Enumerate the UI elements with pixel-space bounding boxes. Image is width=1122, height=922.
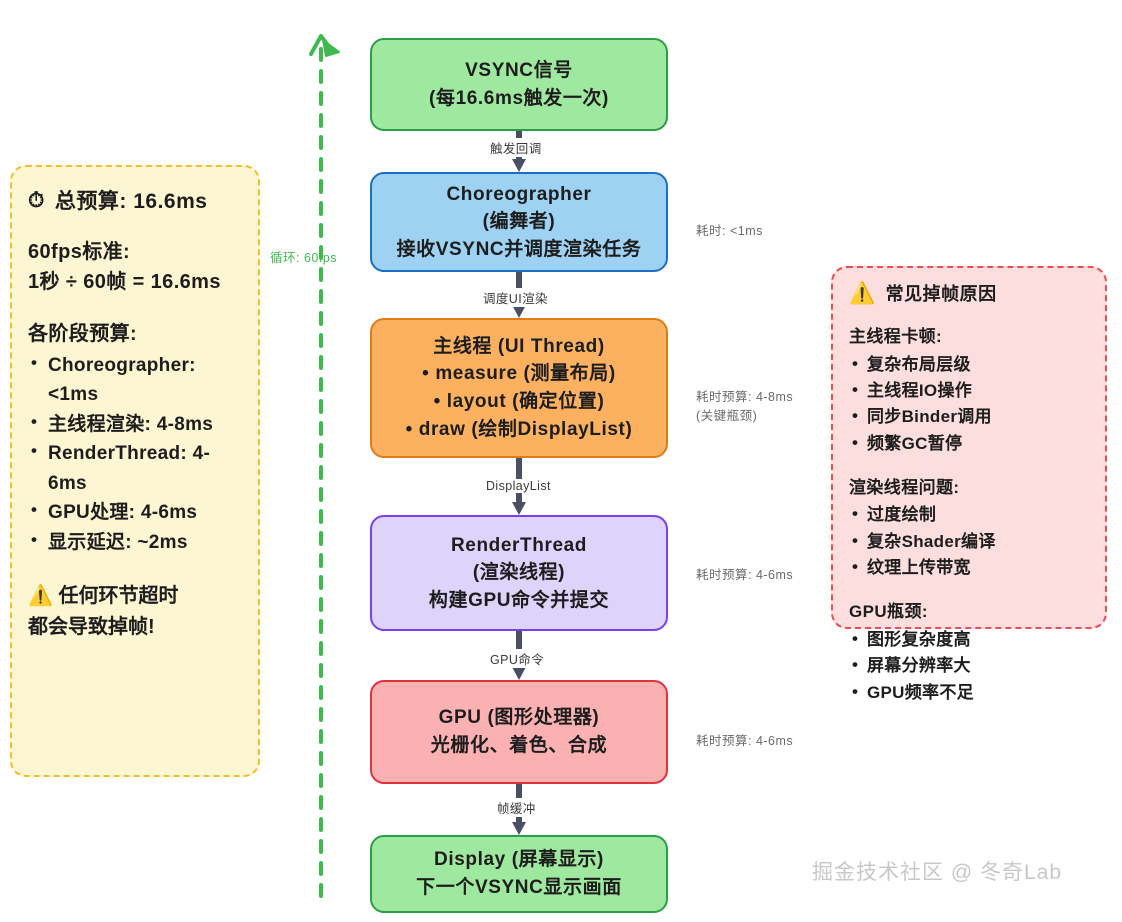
list-item: 频繁GC暂停 <box>849 430 1089 457</box>
causes-group-head: GPU瓶颈: <box>849 602 928 622</box>
arrow-head-icon <box>512 822 526 835</box>
warning-triangle-icon: ⚠️ <box>849 281 876 305</box>
arrow-head-icon <box>512 667 526 680</box>
list-item: 显示延迟: ~2ms <box>28 527 242 557</box>
arrow-label-schedule-ui-render: 调度UI渲染 <box>480 288 551 307</box>
budget-standard-line: 1秒 ÷ 60帧 = 16.6ms <box>28 271 221 293</box>
causes-group-main-thread: 主线程卡顿: 复杂布局层级 主线程IO操作 同步Binder调用 频繁GC暂停 <box>849 324 1089 457</box>
list-item: 复杂Shader编译 <box>849 528 1089 555</box>
node-line: 主线程 (UI Thread) <box>433 335 605 357</box>
list-item: GPU频率不足 <box>849 679 1089 706</box>
node-line: Choreographer <box>446 183 592 205</box>
node-line: Display (屏幕显示) <box>434 849 604 871</box>
watermark-text: 掘金技术社区 @ 冬奇Lab <box>812 861 1063 884</box>
list-item: 纹理上传带宽 <box>849 554 1089 581</box>
arrow-label-gpu-command: GPU命令 <box>487 649 548 668</box>
timing-label-ui-thread-line1: 耗时预算: 4-8ms <box>696 390 794 404</box>
causes-group-render-thread: 渲染线程问题: 过度绘制 复杂Shader编译 纹理上传带宽 <box>849 475 1089 582</box>
flow-node-render-thread: RenderThread (渲染线程) 构建GPU命令并提交 <box>370 515 668 631</box>
budget-panel-title-text: 总预算: 16.6ms <box>54 190 208 213</box>
causes-group-list: 过度绘制 复杂Shader编译 纹理上传带宽 <box>849 501 1089 581</box>
flow-node-ui-thread: 主线程 (UI Thread) measure (测量布局) layout (确… <box>370 318 668 458</box>
flow-node-gpu: GPU (图形处理器) 光栅化、着色、合成 <box>370 680 668 784</box>
causes-panel-title: ⚠️ 常见掉帧原因 <box>849 280 1089 306</box>
node-line: VSYNC信号 <box>465 59 573 81</box>
budget-standard-block: 60fps标准: 1秒 ÷ 60帧 = 16.6ms <box>28 237 242 297</box>
loop-arrow-head-fill-icon <box>322 39 340 57</box>
stopwatch-icon: ⏱ <box>28 188 45 212</box>
causes-group-head: 渲染线程问题: <box>849 477 960 497</box>
loop-arrow-head-icon <box>309 34 335 56</box>
arrow-head-icon <box>512 159 526 172</box>
causes-group-gpu: GPU瓶颈: 图形复杂度高 屏幕分辨率大 GPU频率不足 <box>849 599 1089 706</box>
budget-warning: ⚠️ 任何环节超时 都会导致掉帧! <box>28 581 242 643</box>
timing-label-gpu: 耗时预算: 4-6ms <box>696 734 794 748</box>
node-line: (编舞者) <box>482 211 556 233</box>
loop-arrow-label: 循环: 60fps <box>270 251 338 265</box>
timing-label-choreographer: 耗时: <1ms <box>696 224 763 238</box>
node-line: (渲染线程) <box>472 562 566 584</box>
flow-node-display: Display (屏幕显示) 下一个VSYNC显示画面 <box>370 835 668 913</box>
list-item: 主线程IO操作 <box>849 377 1089 404</box>
flow-node-vsync: VSYNC信号 (每16.6ms触发一次) <box>370 38 668 131</box>
node-line: RenderThread <box>450 534 587 556</box>
list-item: 屏幕分辨率大 <box>849 652 1089 679</box>
list-item: GPU处理: 4-6ms <box>28 497 242 527</box>
list-item: Choreographer: <1ms <box>28 350 242 410</box>
flow-node-choreographer: Choreographer (编舞者) 接收VSYNC并调度渲染任务 <box>370 172 668 272</box>
warning-triangle-icon: ⚠️ <box>28 585 53 608</box>
node-line: 接收VSYNC并调度渲染任务 <box>396 238 642 260</box>
timing-label-render-thread: 耗时预算: 4-6ms <box>696 568 794 582</box>
timing-label-ui-thread-line2: (关键瓶颈) <box>696 408 758 423</box>
budget-stages-list: Choreographer: <1ms 主线程渲染: 4-8ms RenderT… <box>28 350 242 557</box>
arrow-label-frame-buffer: 帧缓冲 <box>494 798 539 817</box>
timing-label-ui-thread: 耗时预算: 4-8ms (关键瓶颈) <box>696 388 793 426</box>
node-line: measure (测量布局) <box>422 360 616 388</box>
budget-panel-title: ⏱ 总预算: 16.6ms <box>28 185 242 215</box>
causes-group-head: 主线程卡顿: <box>849 327 943 346</box>
budget-stages-head: 各阶段预算: <box>28 323 138 345</box>
node-line: 下一个VSYNC显示画面 <box>416 877 622 898</box>
causes-group-list: 复杂布局层级 主线程IO操作 同步Binder调用 频繁GC暂停 <box>849 350 1089 457</box>
list-item: RenderThread: 4-6ms <box>28 438 242 498</box>
node-line: layout (确定位置) <box>434 388 605 416</box>
arrow-label-displaylist: DisplayList <box>483 479 554 493</box>
arrow-head-icon <box>512 502 526 515</box>
list-item: 复杂布局层级 <box>849 350 1089 378</box>
list-item: 图形复杂度高 <box>849 626 1089 653</box>
dropped-frame-causes-panel: ⚠️ 常见掉帧原因 主线程卡顿: 复杂布局层级 主线程IO操作 同步Binder… <box>831 266 1107 705</box>
list-item: 主线程渲染: 4-8ms <box>28 409 242 439</box>
budget-warning-line1: ⚠️ 任何环节超时 <box>28 581 242 612</box>
node-line: 光栅化、着色、合成 <box>430 735 608 756</box>
budget-stages-block: 各阶段预算: Choreographer: <1ms 主线程渲染: 4-8ms … <box>28 319 242 557</box>
list-item: 过度绘制 <box>849 501 1089 528</box>
list-item: 同步Binder调用 <box>849 403 1089 430</box>
budget-standard-head: 60fps标准: <box>28 241 131 263</box>
causes-panel-title-text: 常见掉帧原因 <box>885 284 997 304</box>
causes-group-list: 图形复杂度高 屏幕分辨率大 GPU频率不足 <box>849 626 1089 706</box>
arrow-head-icon <box>512 305 526 318</box>
budget-warning-text1: 任何环节超时 <box>58 585 179 608</box>
node-line: 构建GPU命令并提交 <box>428 589 610 611</box>
node-line: GPU (图形处理器) <box>438 707 600 729</box>
frame-budget-panel: ⏱ 总预算: 16.6ms 60fps标准: 1秒 ÷ 60帧 = 16.6ms… <box>10 165 260 777</box>
loop-arrow-60fps <box>309 34 340 898</box>
node-line: (每16.6ms触发一次) <box>429 87 609 109</box>
arrow-label-trigger-callback: 触发回调 <box>487 138 545 157</box>
node-line: draw (绘制DisplayList) <box>406 416 633 444</box>
budget-warning-line2: 都会导致掉帧! <box>28 616 155 639</box>
